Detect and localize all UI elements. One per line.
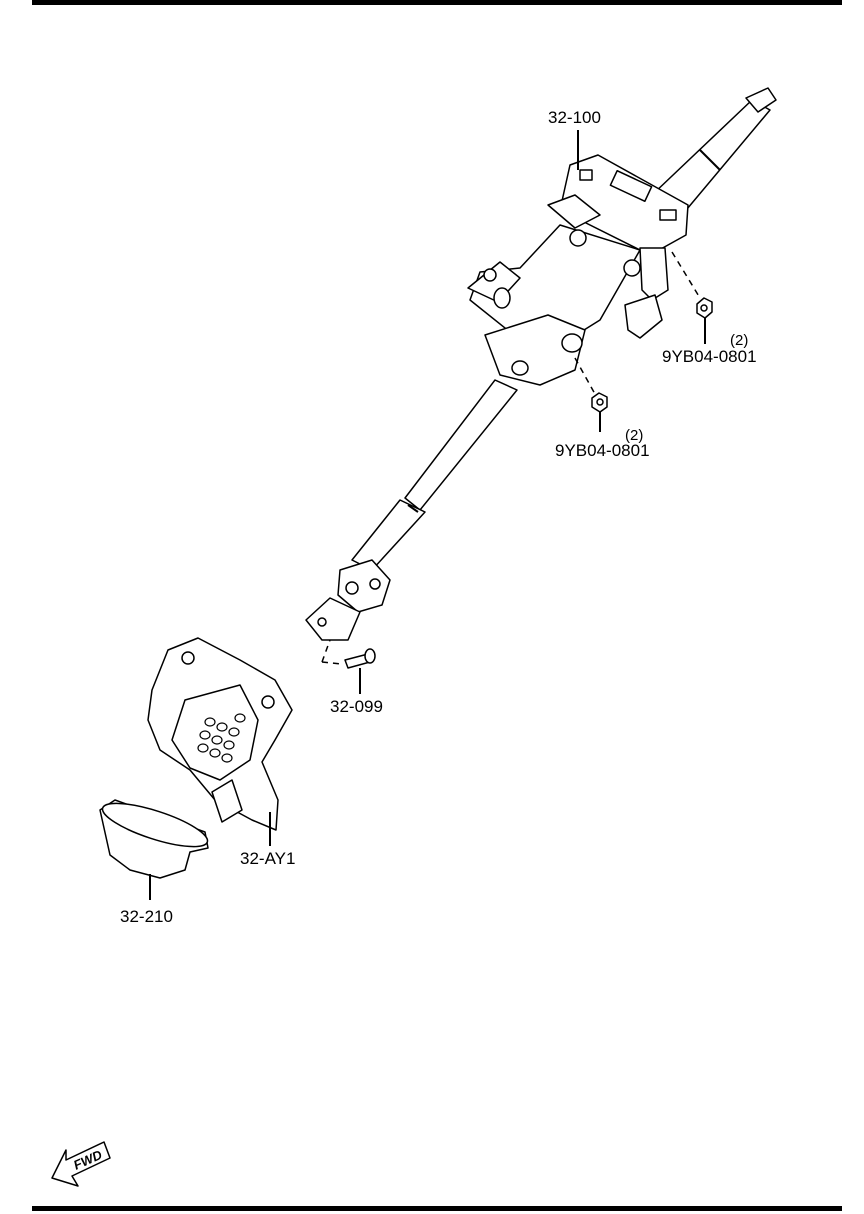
part-label-upper-nut: 9YB04-0801 bbox=[662, 347, 757, 366]
boot-drawing bbox=[99, 799, 209, 900]
part-label-lower-nut: 9YB04-0801 bbox=[555, 441, 650, 460]
part-label-32-AY1: 32-AY1 bbox=[240, 849, 295, 868]
part-label-32-100: 32-100 bbox=[548, 108, 601, 127]
part-qty-upper-nut: (2) bbox=[730, 332, 748, 349]
part-label-32-210: 32-210 bbox=[120, 907, 173, 926]
bottom-border-rule bbox=[32, 1206, 842, 1211]
lower-nut-drawing bbox=[574, 357, 608, 432]
fwd-arrow-icon: FWD bbox=[51, 1141, 111, 1187]
bolt-drawing bbox=[321, 639, 376, 694]
top-border-rule bbox=[32, 0, 842, 5]
part-qty-lower-nut: (2) bbox=[625, 427, 643, 444]
part-label-32-099: 32-099 bbox=[330, 697, 383, 716]
steering-column-drawing bbox=[305, 87, 777, 641]
intermediate-shaft-assy-drawing bbox=[147, 637, 293, 846]
upper-nut-drawing bbox=[671, 251, 713, 344]
